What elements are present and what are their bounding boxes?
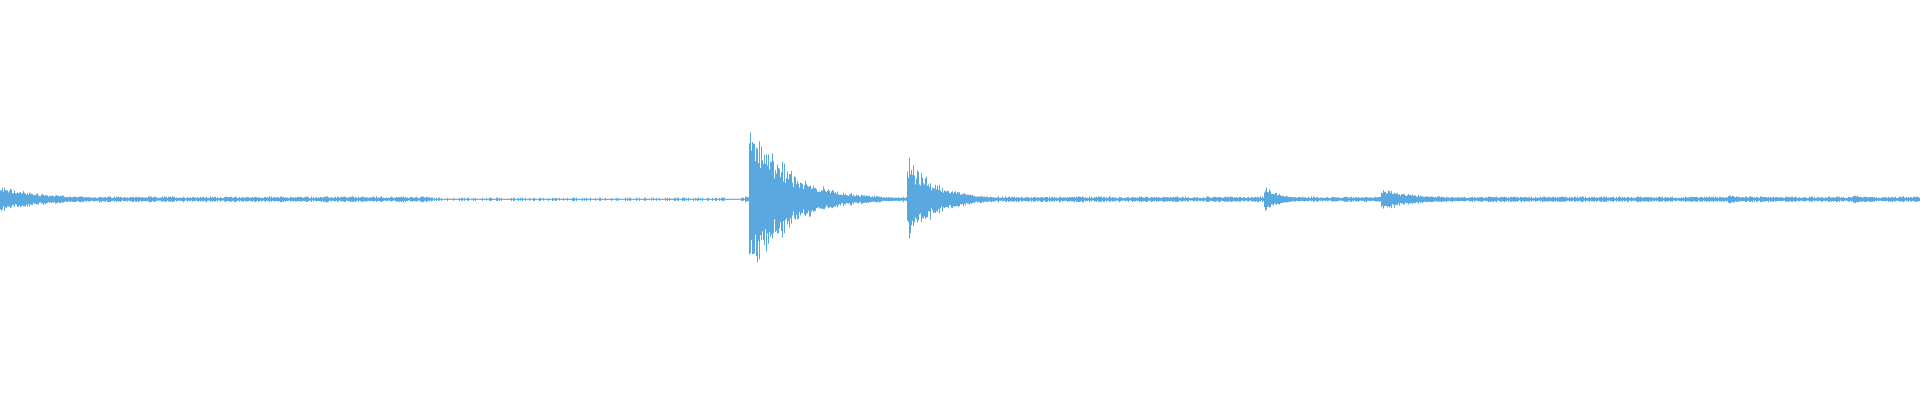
waveform-trace [0,132,1920,263]
